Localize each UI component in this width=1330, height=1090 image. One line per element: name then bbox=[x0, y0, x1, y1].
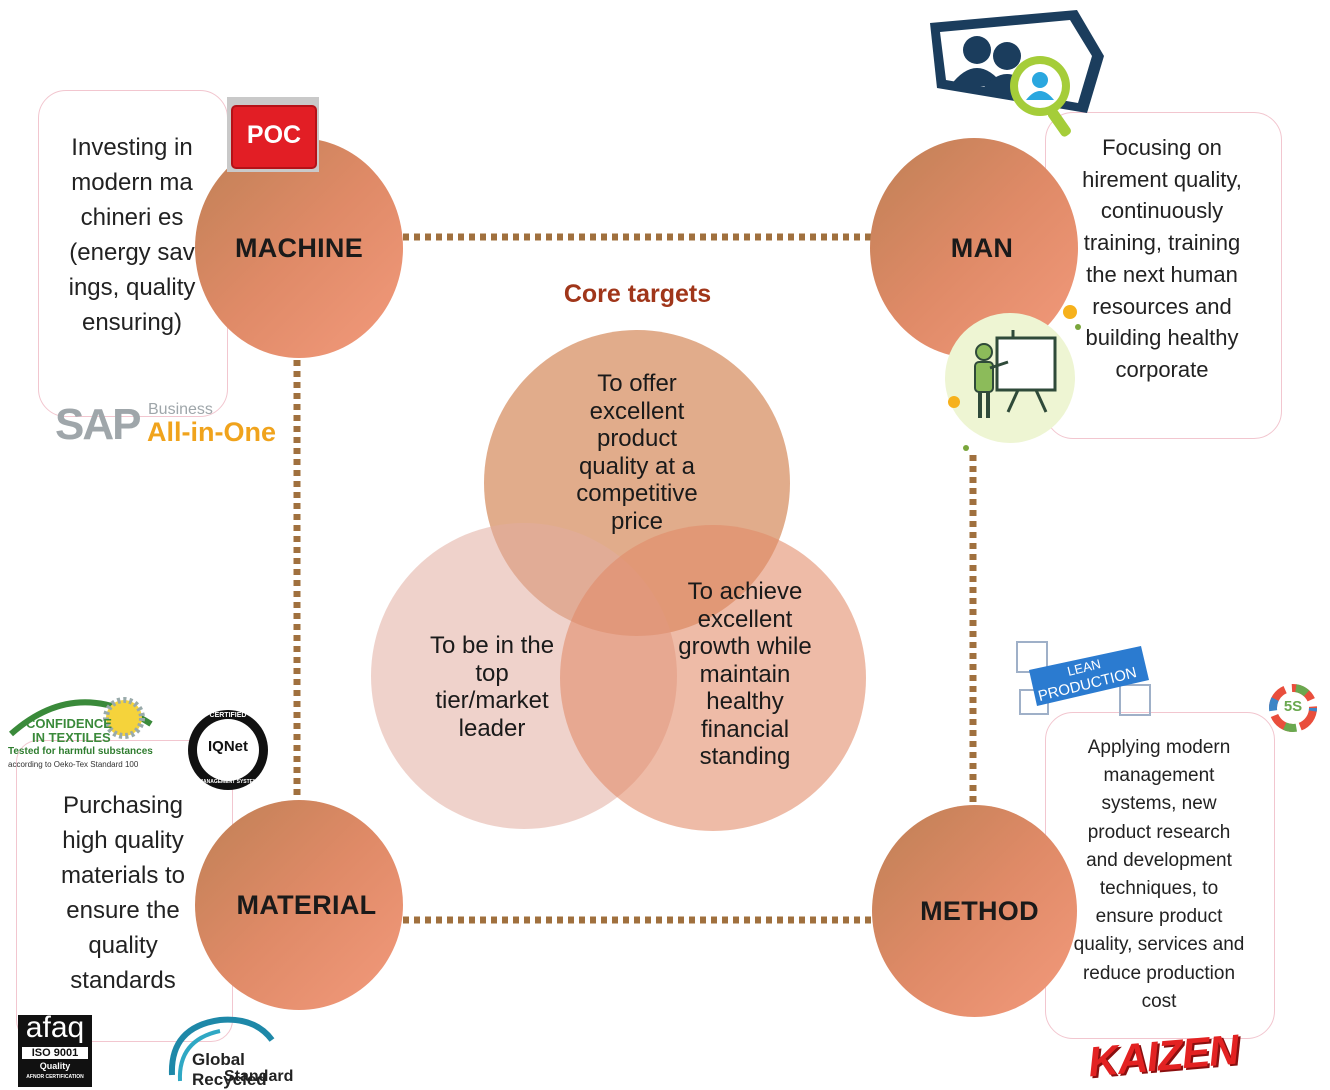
man-description: Focusing on hirement quality, continuous… bbox=[1082, 135, 1242, 382]
method-description-box bbox=[1045, 712, 1275, 1039]
venn-text-market: To be in the top tier/market leader bbox=[429, 632, 555, 742]
trainer-icon bbox=[945, 305, 1081, 451]
five-s-logo: 5S bbox=[1262, 680, 1324, 750]
machine-node: MACHINE bbox=[195, 138, 403, 358]
sap-logo: SAP Business All-in-One bbox=[55, 400, 276, 449]
machine-description: Investing in modern machineri es (energy… bbox=[68, 134, 196, 336]
material-label: MATERIAL bbox=[236, 889, 377, 920]
afaq-iso-logo: afaq ISO 9001 Quality AFNOR CERTIFICATIO… bbox=[18, 1011, 92, 1087]
global-recycled-standard-logo: Global Recycled Standard bbox=[160, 1015, 320, 1089]
method-node: METHOD bbox=[872, 805, 1077, 1017]
confidence-in-textiles-logo: CONFIDENCE IN TEXTILES Tested for harmfu… bbox=[6, 684, 166, 784]
lean-production-logo: LEAN PRODUCTION bbox=[1015, 640, 1155, 720]
machine-label: MACHINE bbox=[234, 232, 364, 263]
venn-text-quality: To offer excellent product quality at a … bbox=[576, 370, 698, 535]
team-search-icon bbox=[930, 10, 1104, 137]
poc-logo: POC bbox=[227, 97, 319, 172]
material-description: Purchasing high quality materials to ens… bbox=[60, 792, 186, 994]
man-label: MAN bbox=[950, 232, 1014, 263]
iqnet-logo: CERTIFIED IQNet MANAGEMENT SYSTEM bbox=[188, 710, 268, 790]
method-label: METHOD bbox=[920, 895, 1039, 926]
man-node: MAN bbox=[870, 138, 1078, 358]
method-description: Applying modern management systems, new … bbox=[1073, 737, 1245, 1012]
core-targets-title: Core targets bbox=[563, 280, 712, 308]
material-node: MATERIAL bbox=[195, 800, 403, 1010]
venn-circle-growth bbox=[560, 525, 866, 831]
venn-text-growth: To achieve excellent growth while mainta… bbox=[678, 578, 812, 770]
